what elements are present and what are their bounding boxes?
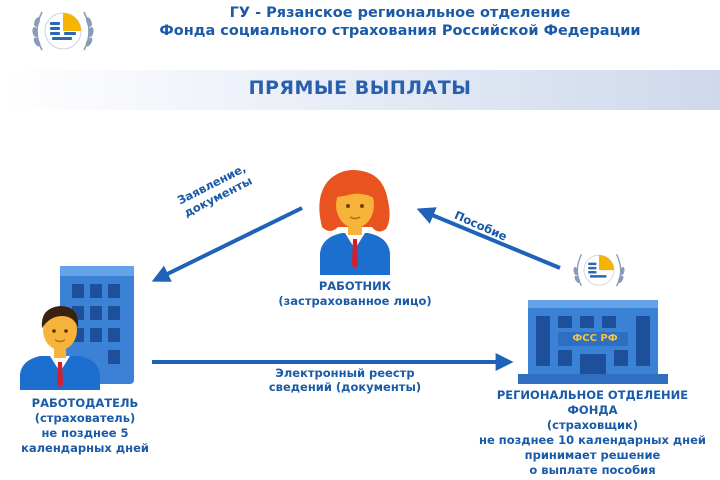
fund-logo-icon (573, 254, 625, 287)
fund-line-6: о выплате пособия (529, 463, 656, 477)
employer-title: РАБОТОДАТЕЛЬ (31, 396, 139, 410)
worker-subtitle: (застрахованное лицо) (278, 294, 432, 308)
employer-line-4: календарных дней (21, 441, 149, 455)
fund-line-5: принимает решение (524, 448, 661, 462)
fund-building-icon (518, 300, 668, 384)
fund-building-sign: ФСС РФ (572, 333, 618, 344)
employer-person-icon (20, 306, 100, 390)
fund-label: РЕГИОНАЛЬНОЕ ОТДЕЛЕНИЕ ФОНДА (страховщик… (465, 388, 720, 478)
arrow-fund-to-worker (416, 207, 561, 270)
employer-label: РАБОТОДАТЕЛЬ (страхователь) не позднее 5… (0, 396, 170, 456)
page-title: ПРЯМЫЕ ВЫПЛАТЫ (248, 77, 472, 99)
fund-line-4: не позднее 10 календарных дней (479, 433, 706, 447)
worker-label: РАБОТНИК (застрахованное лицо) (255, 279, 455, 309)
employer-line-3: не позднее 5 (41, 426, 129, 440)
fund-title-2: ФОНДА (567, 403, 618, 417)
registry-line-1: Электронный реестр (275, 366, 415, 380)
worker-title: РАБОТНИК (318, 279, 392, 293)
edge-label-registry: Электронный реестр сведений (документы) (255, 366, 435, 394)
worker-person-icon (319, 170, 390, 275)
fund-line-3: (страховщик) (546, 418, 639, 432)
header-line-2: Фонда социального страхования Российской… (159, 23, 641, 39)
title-banner (0, 70, 720, 110)
header-line-1: ГУ - Рязанское региональное отделение (229, 5, 571, 21)
fss-logo-icon (32, 11, 94, 51)
employer-building-icon (60, 266, 134, 384)
arrow-worker-to-employer (151, 206, 303, 282)
registry-line-2: сведений (документы) (268, 380, 422, 394)
header-title: ГУ - Рязанское региональное отделение Фо… (140, 4, 660, 40)
fund-title-1: РЕГИОНАЛЬНОЕ ОТДЕЛЕНИЕ (496, 388, 689, 402)
employer-line-2: (страхователь) (34, 411, 136, 425)
